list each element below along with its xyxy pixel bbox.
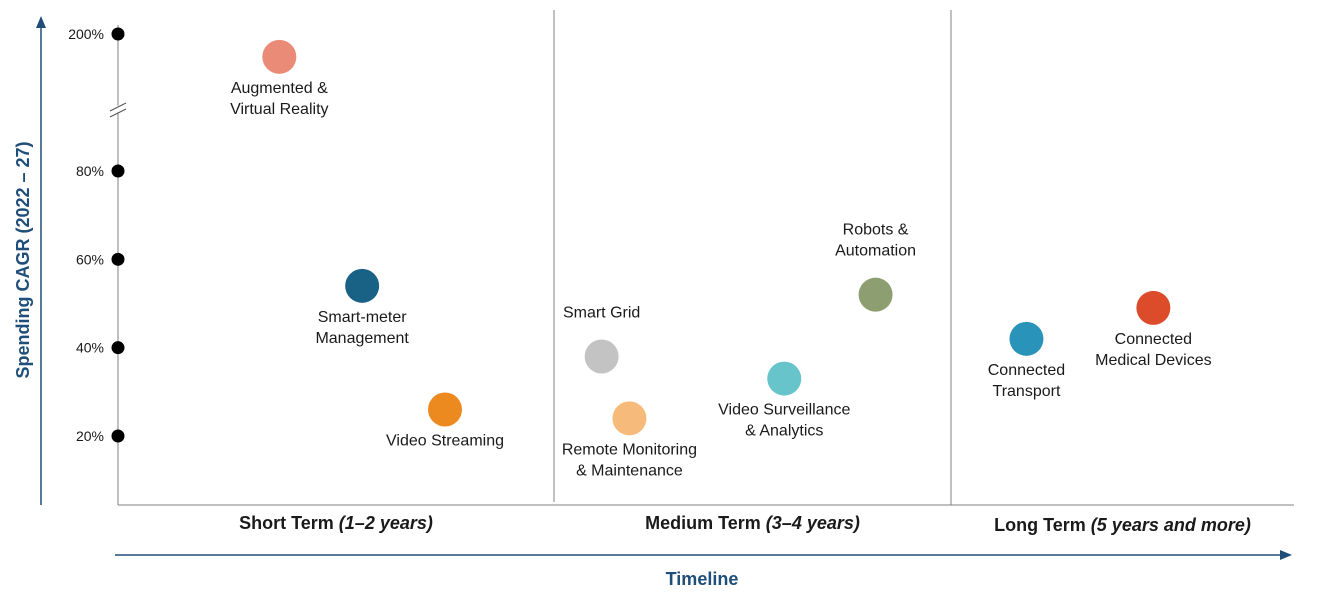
point-label-video-streaming: Video Streaming	[386, 433, 504, 450]
x-axis-title: Timeline	[666, 569, 739, 589]
y-tick-80-label: 80%	[76, 163, 104, 179]
y-tick-60-dot	[111, 252, 125, 266]
y-tick-40-label: 40%	[76, 340, 104, 356]
y-tick-60-label: 60%	[76, 251, 104, 267]
period-label-medium-term: Medium Term (3–4 years)	[645, 513, 860, 533]
point-video-surveillance-analytics	[767, 361, 802, 396]
period-label-long-term: Long Term (5 years and more)	[994, 515, 1251, 535]
period-label-short-term: Short Term (1–2 years)	[239, 513, 433, 533]
y-tick-80-dot	[111, 164, 125, 178]
y-ticks: 20% 40% 60% 80% 200%	[68, 26, 125, 444]
point-label-augmented-virtual-reality: Augmented &Virtual Reality	[230, 80, 328, 118]
y-tick-20-dot	[111, 429, 125, 443]
point-smart-grid	[584, 339, 619, 374]
y-axis-title: Spending CAGR (2022 – 27)	[13, 141, 33, 378]
point-label-robots-automation: Robots &Automation	[835, 222, 916, 260]
point-label-video-surveillance-analytics: Video Surveillance& Analytics	[718, 402, 850, 440]
y-tick-20-label: 20%	[76, 428, 104, 444]
point-remote-monitoring-maintenance	[612, 401, 647, 436]
point-video-streaming	[428, 392, 462, 427]
axis-break-mark	[108, 102, 128, 118]
period-labels: Short Term (1–2 years) Medium Term (3–4 y…	[239, 513, 1251, 535]
point-smart-meter-management	[345, 268, 380, 303]
point-connected-transport	[1009, 321, 1044, 356]
y-tick-40-dot	[111, 341, 125, 355]
point-robots-automation	[858, 277, 893, 312]
point-label-remote-monitoring-maintenance: Remote Monitoring& Maintenance	[562, 441, 697, 479]
y-tick-200-label: 200%	[68, 26, 104, 42]
x-axis-arrowhead	[1280, 550, 1292, 560]
point-label-smart-grid: Smart Grid	[563, 305, 640, 322]
point-augmented-virtual-reality	[262, 39, 297, 74]
y-axis-arrowhead	[36, 16, 46, 28]
point-connected-medical-devices	[1136, 290, 1171, 325]
y-tick-200-dot	[111, 27, 125, 41]
